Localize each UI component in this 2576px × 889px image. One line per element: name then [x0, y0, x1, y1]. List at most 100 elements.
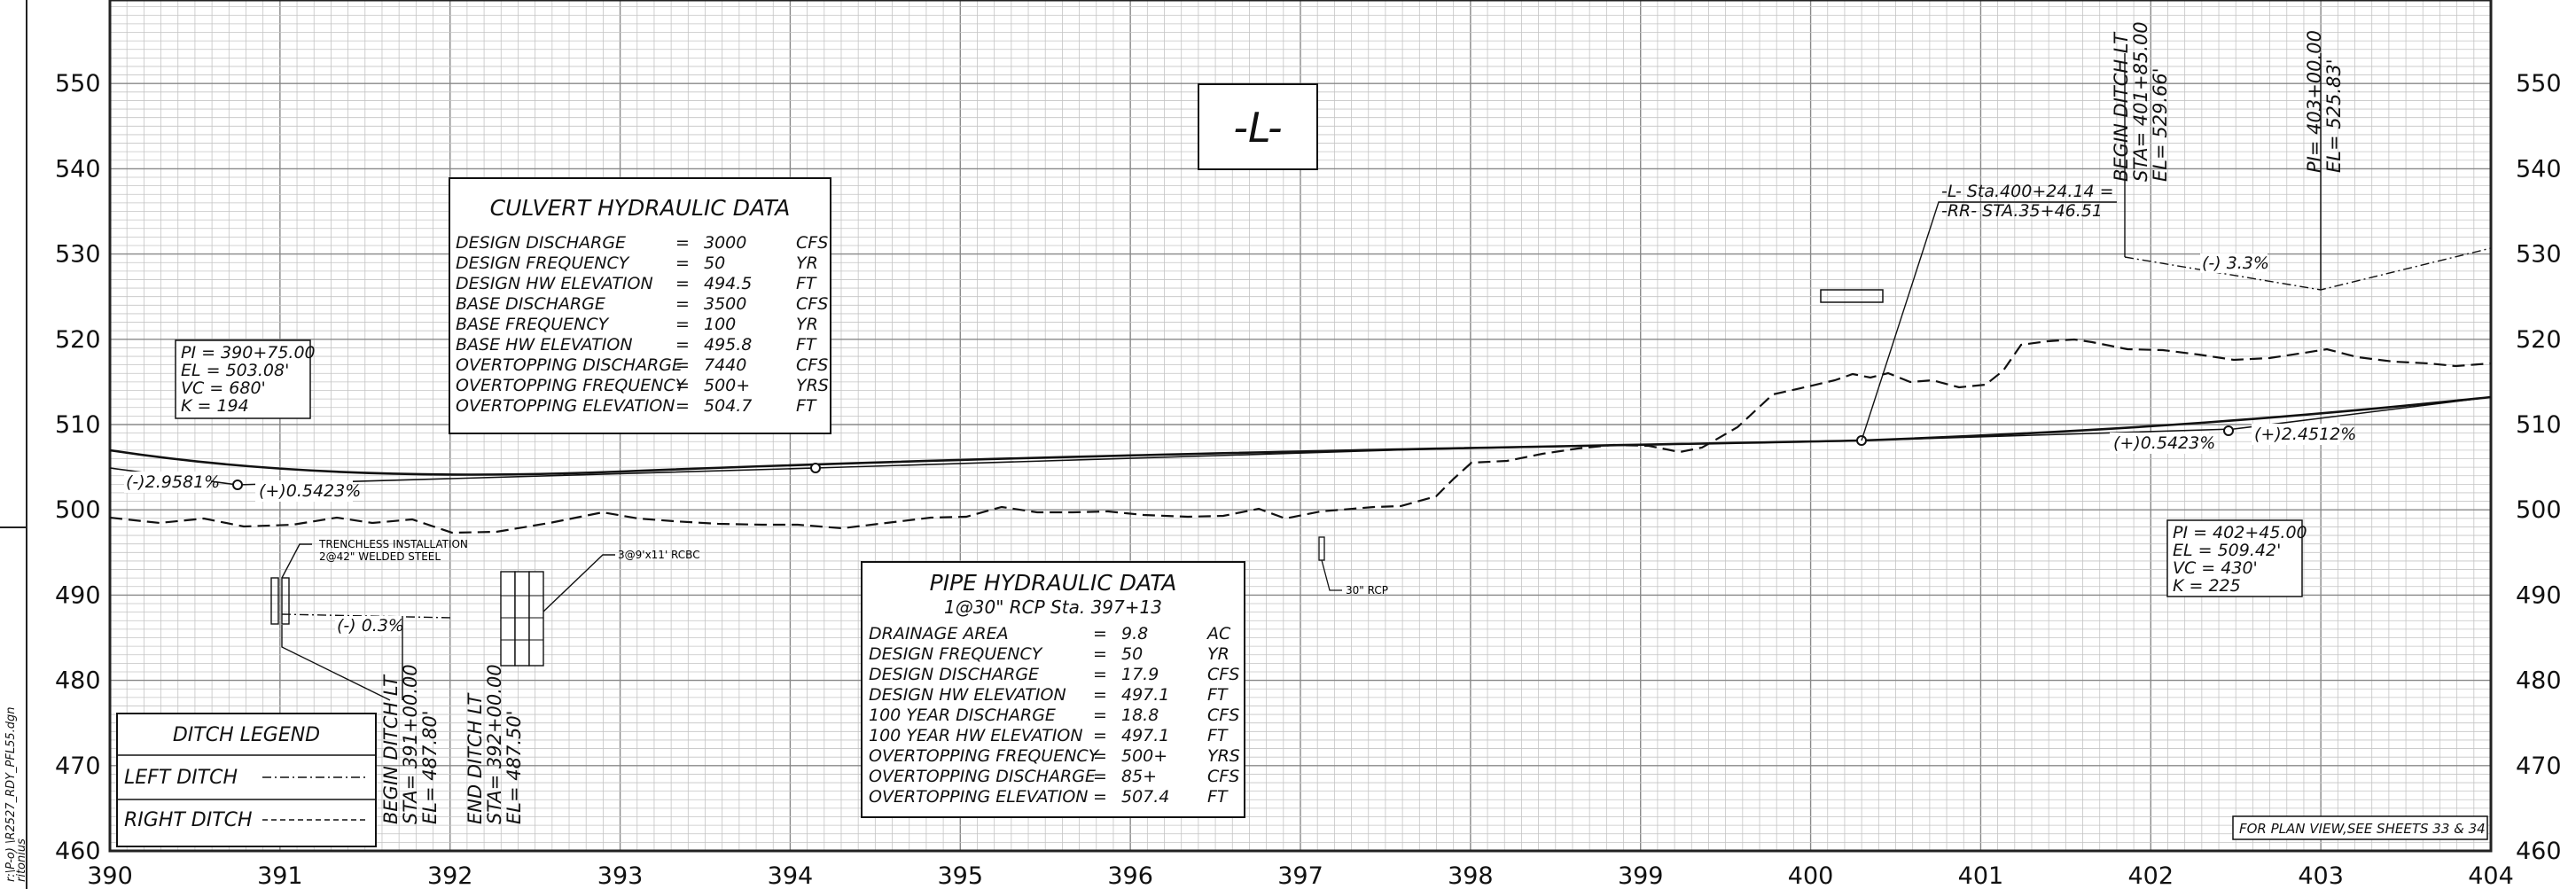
- proposed-grade-line: [109, 395, 2492, 476]
- svg-text:EL= 525.83': EL= 525.83': [2323, 59, 2345, 174]
- x-tick-label: 400: [1788, 862, 1834, 889]
- data-row-label: DESIGN HW ELEVATION: [869, 685, 1066, 705]
- x-tick-label: 403: [2298, 862, 2344, 889]
- begin-ditch-right-label: BEGIN DITCH LT STA= 401+85.00 EL= 529.66…: [2111, 21, 2171, 182]
- svg-text:STA= 391+00.00: STA= 391+00.00: [400, 664, 421, 824]
- data-row-unit: YR: [1207, 644, 1229, 664]
- x-tick-label: 395: [938, 862, 984, 889]
- y-tick-label-right: 510: [2516, 411, 2562, 439]
- data-row-unit: CFS: [796, 294, 828, 314]
- data-row-unit: CFS: [1207, 706, 1239, 725]
- data-row-value: 497.1: [1121, 726, 1169, 745]
- existing-ground-line: [109, 338, 2492, 534]
- left-ditch-line: [281, 613, 453, 619]
- data-row-unit: FT: [1207, 726, 1229, 745]
- data-row-label: DRAINAGE AREA: [869, 624, 1009, 643]
- data-row-unit: CFS: [1207, 767, 1239, 786]
- file-path-text: r:\P-o) \R2527_RDY_PFL55.dgn: [4, 706, 18, 882]
- legend-left-ditch: LEFT DITCH: [124, 767, 238, 789]
- y-tick-label-left: 550: [55, 70, 101, 97]
- x-tick-label: 404: [2468, 862, 2514, 889]
- grade-label-4: (+)2.4512%: [2254, 425, 2356, 444]
- svg-text:BEGIN DITCH LT: BEGIN DITCH LT: [2111, 31, 2132, 182]
- y-tick-label-left: 500: [55, 496, 101, 524]
- file-path-text-2: ritonius: [15, 838, 28, 882]
- data-row-label: DESIGN FREQUENCY: [456, 253, 630, 273]
- svg-text:BEGIN DITCH LT: BEGIN DITCH LT: [380, 674, 402, 824]
- x-tick-label: 393: [597, 862, 644, 889]
- pi-left-3: VC = 680': [181, 378, 266, 398]
- data-row-eq: =: [675, 396, 690, 416]
- y-tick-label-right: 520: [2516, 326, 2562, 354]
- pipe-hydraulic-data-box: [861, 561, 1245, 818]
- y-tick-label-left: 470: [55, 753, 101, 780]
- data-row-eq: =: [675, 315, 690, 334]
- pi-right-2: EL = 509.42': [2173, 541, 2281, 560]
- data-row-eq: =: [1093, 685, 1107, 705]
- x-tick-label: 398: [1448, 862, 1494, 889]
- grade-label-1: (-)2.9581%: [126, 472, 220, 492]
- data-row-value: 504.7: [704, 396, 752, 416]
- y-tick-label-left: 540: [55, 155, 101, 183]
- data-row-value: 3000: [704, 233, 746, 253]
- x-tick-label: 392: [427, 862, 473, 889]
- data-row-eq: =: [1093, 787, 1107, 807]
- data-row-eq: =: [675, 335, 690, 355]
- x-tick-label: 396: [1107, 862, 1153, 889]
- x-tick-label: 390: [87, 862, 133, 889]
- x-tick-label: 399: [1618, 862, 1664, 889]
- data-row-value: 7440: [704, 355, 746, 375]
- data-row-label: DESIGN DISCHARGE: [456, 233, 626, 253]
- data-row-unit: AC: [1206, 624, 1231, 643]
- pipe-box-title: PIPE HYDRAULIC DATA: [930, 570, 1177, 596]
- data-row-eq: =: [1093, 726, 1107, 745]
- data-row-value: 18.8: [1121, 706, 1159, 725]
- y-tick-label-right: 540: [2516, 155, 2562, 183]
- data-row-value: 500+: [1121, 746, 1167, 766]
- data-row-value: 50: [704, 253, 725, 273]
- y-tick-label-left: 480: [55, 667, 101, 695]
- y-tick-label-right: 470: [2516, 753, 2562, 780]
- data-row-eq: =: [675, 355, 690, 375]
- pi-top-right-label: PI= 403+00.00 EL= 525.83': [2304, 30, 2345, 173]
- pi-left-1: PI = 390+75.00: [181, 343, 316, 363]
- culvert-hydraulic-data-box: [449, 177, 831, 434]
- data-row-label: BASE HW ELEVATION: [456, 335, 633, 355]
- data-row-unit: FT: [1207, 787, 1229, 807]
- plan-view-note-box: [2232, 815, 2488, 840]
- data-row-label: 100 YEAR DISCHARGE: [869, 706, 1056, 725]
- ditch-grade-left: (-) 0.3%: [337, 616, 404, 636]
- data-row-eq: =: [675, 274, 690, 293]
- ditch-grade-right: (-) 3.3%: [2202, 253, 2269, 273]
- x-tick-label: 397: [1277, 862, 1323, 889]
- data-row-value: 497.1: [1121, 685, 1169, 705]
- y-tick-label-right: 480: [2516, 667, 2562, 695]
- data-row-value: 100: [704, 315, 736, 334]
- data-row-eq: =: [675, 233, 690, 253]
- y-tick-label-right: 530: [2516, 241, 2562, 269]
- data-row-eq: =: [1093, 746, 1107, 766]
- data-row-eq: =: [1093, 644, 1107, 664]
- data-row-label: OVERTOPPING ELEVATION: [869, 787, 1089, 807]
- data-row-value: 495.8: [704, 335, 752, 355]
- data-row-label: BASE DISCHARGE: [456, 294, 605, 314]
- svg-text:END DITCH LT: END DITCH LT: [464, 692, 486, 824]
- data-row-eq: =: [1093, 665, 1107, 684]
- pi-right-box: [2166, 519, 2303, 597]
- ditch-legend: DITCH LEGEND LEFT DITCH RIGHT DITCH: [116, 713, 377, 847]
- data-row-label: 100 YEAR HW ELEVATION: [869, 726, 1083, 745]
- pi-right-4: K = 225: [2173, 576, 2241, 596]
- station-eq-line2: -RR- STA.35+46.51: [1941, 201, 2103, 221]
- x-tick-label: 401: [1958, 862, 2004, 889]
- data-row-value: 494.5: [704, 274, 752, 293]
- data-row-unit: YRS: [1207, 746, 1240, 766]
- data-row-label: OVERTOPPING FREQUENCY: [869, 746, 1100, 766]
- pipe-box-subtitle: 1@30" RCP Sta. 397+13: [944, 597, 1162, 618]
- data-row-value: 3500: [704, 294, 746, 314]
- pi-left-box: [175, 339, 311, 419]
- data-row-unit: FT: [796, 274, 817, 293]
- culvert-box-title: CULVERT HYDRAULIC DATA: [490, 195, 791, 221]
